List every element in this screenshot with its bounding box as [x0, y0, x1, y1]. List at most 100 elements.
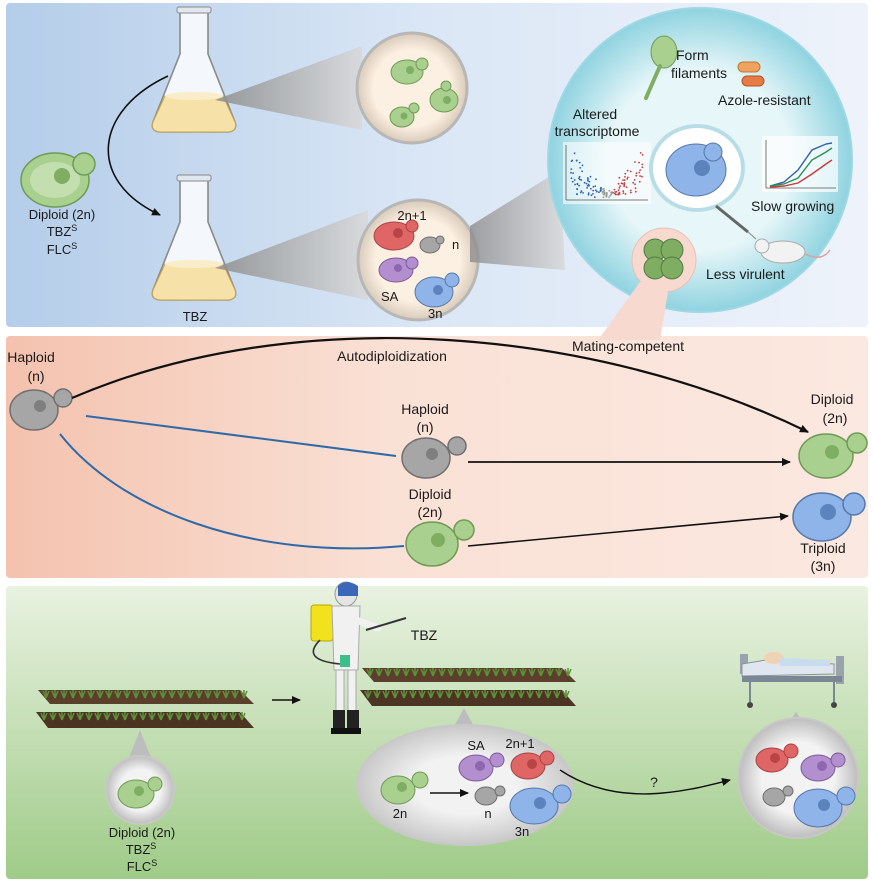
volcano-point — [622, 192, 625, 195]
crop-sprout — [366, 668, 374, 677]
volcano-point — [595, 178, 597, 181]
volcano-point — [589, 175, 592, 178]
crop-sprout — [85, 712, 93, 721]
volcano-point — [634, 187, 637, 190]
volcano-point — [611, 191, 613, 193]
volcano-point — [588, 184, 590, 187]
volcano-point — [641, 154, 644, 156]
volcano-point — [624, 193, 627, 195]
crop-sprout — [526, 690, 534, 699]
crop-sprout — [159, 690, 167, 699]
crop-sprout — [103, 712, 111, 721]
volcano-point — [629, 170, 632, 173]
haploid-cell-middle — [401, 436, 467, 479]
volcano-point — [641, 175, 643, 178]
crop-sprout — [141, 690, 149, 699]
crop-sprout — [364, 690, 372, 699]
crop-sprout — [42, 690, 50, 699]
autodiploidization-arrow — [71, 337, 809, 433]
crop-sprout — [49, 712, 57, 721]
ellipse-label-haploid: n — [484, 806, 491, 821]
volcano-point — [618, 176, 621, 179]
magnify-cone-top — [215, 46, 362, 130]
ellipse-label-triploid: 3n — [515, 824, 529, 839]
crop-sprout — [474, 668, 482, 677]
flask-icon-tbz — [151, 174, 237, 301]
end-triploid-label-line1: Triploid — [800, 540, 845, 556]
volcano-point — [571, 180, 574, 183]
volcano-point — [639, 169, 642, 172]
volcano-point — [593, 196, 596, 199]
volcano-point — [629, 191, 632, 194]
volcano-point — [641, 163, 644, 166]
volcano-point — [641, 166, 644, 169]
crop-sprout — [562, 690, 570, 699]
volcano-point — [605, 195, 608, 198]
field-cell-label-tbz: TBZS — [126, 841, 157, 857]
volcano-point — [575, 159, 578, 162]
phenotype-filaments-line2: filaments — [671, 65, 727, 81]
population-ellipse — [356, 724, 574, 846]
crop-sprout — [546, 668, 554, 677]
volcano-point — [608, 196, 610, 199]
crop-field-left — [36, 690, 254, 728]
volcano-point — [627, 176, 629, 179]
volcano-point — [601, 190, 604, 193]
volcano-point — [571, 159, 574, 162]
crop-sprout — [220, 712, 228, 721]
volcano-point — [619, 185, 621, 188]
crop-sprout — [391, 690, 399, 699]
flask-transfer-arrow — [107, 75, 169, 216]
mating-callout-tail — [598, 282, 668, 340]
crop-sprout — [519, 668, 527, 677]
volcano-point — [624, 172, 627, 175]
volcano-point — [594, 185, 597, 188]
volcano-point — [586, 177, 589, 179]
volcano-point — [635, 174, 638, 177]
volcano-point — [603, 193, 606, 196]
crop-sprout — [490, 690, 498, 699]
crop-sprout — [202, 712, 210, 721]
crop-sprout — [420, 668, 428, 677]
to-patient-arrow — [559, 769, 731, 795]
volcano-point — [617, 193, 619, 196]
mid-haploid-label-line1: Haploid — [401, 401, 448, 417]
volcano-point — [578, 184, 580, 187]
volcano-point — [598, 191, 600, 194]
crop-sprout — [184, 712, 192, 721]
patient-population-circle — [737, 717, 859, 839]
field-cell-circle — [105, 755, 175, 825]
top-cell-label-flc: FLCS — [47, 241, 78, 257]
crop-sprout — [130, 712, 138, 721]
volcano-point — [623, 185, 625, 188]
volcano-point — [586, 185, 589, 187]
phenotype-growth: Slow growing — [751, 198, 834, 214]
volcano-point — [602, 188, 604, 191]
volcano-point — [622, 179, 624, 182]
top-diploid-cell — [20, 152, 96, 208]
crop-sprout — [409, 690, 417, 699]
phenotype-transcriptome-line2: transcriptome — [555, 123, 640, 139]
volcano-point — [579, 167, 582, 169]
crop-sprout — [418, 690, 426, 699]
crop-sprout — [222, 690, 230, 699]
volcano-point — [617, 182, 620, 185]
mid-haploid-label-line2: (n) — [416, 419, 433, 435]
crop-sprout — [510, 668, 518, 677]
volcano-point — [609, 194, 612, 197]
crop-sprout — [535, 690, 543, 699]
growth-curve-icon — [762, 136, 838, 192]
top-cell-label-ploidy: Diploid (2n) — [29, 207, 95, 222]
volcano-point — [629, 189, 632, 192]
volcano-point — [624, 176, 626, 178]
label-aneuploid: 2n+1 — [397, 208, 426, 223]
crop-sprout — [463, 690, 471, 699]
volcano-point — [587, 192, 590, 195]
diploid-cell-end — [798, 432, 868, 479]
volcano-point — [596, 190, 598, 193]
volcano-point — [570, 177, 573, 180]
volcano-point — [590, 187, 592, 190]
filament-icon — [644, 35, 678, 100]
phenotype-mating: Mating-competent — [572, 338, 684, 354]
volcano-point — [580, 190, 583, 193]
